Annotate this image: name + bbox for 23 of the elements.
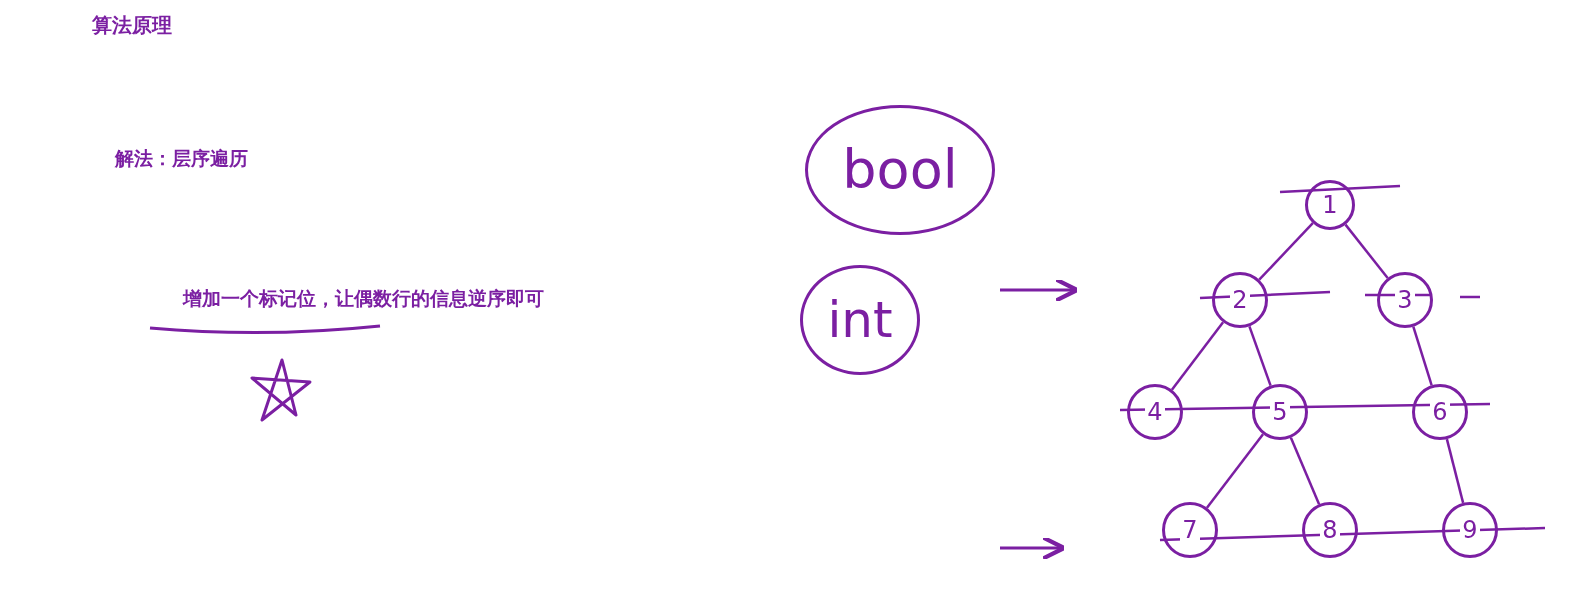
tree-node — [1377, 272, 1433, 328]
tree-edge — [1412, 326, 1433, 386]
tree-edge — [1445, 438, 1465, 504]
tree-edge — [1289, 437, 1321, 505]
tree-node — [1302, 502, 1358, 558]
tree-edge — [1344, 223, 1389, 279]
node-label: 7 — [1180, 517, 1200, 543]
tree-node — [1412, 384, 1468, 440]
tree-node — [1252, 384, 1308, 440]
tree-node — [1162, 502, 1218, 558]
tree-node — [1305, 180, 1355, 230]
ellipse-node — [800, 265, 920, 375]
title: 算法原理 — [92, 12, 172, 39]
tree-node — [1127, 384, 1183, 440]
tree-edge — [1248, 325, 1272, 387]
tree-edge — [1170, 321, 1225, 391]
tree-node — [1442, 502, 1498, 558]
ellipse-node — [805, 105, 995, 235]
note-text: 增加一个标记位，让偶数行的信息逆序即可 — [183, 286, 544, 311]
tree-node — [1212, 272, 1268, 328]
note-text: 解法：层序遍历 — [115, 146, 248, 171]
tree-edge — [1258, 222, 1314, 281]
tree-edge — [1206, 433, 1264, 509]
